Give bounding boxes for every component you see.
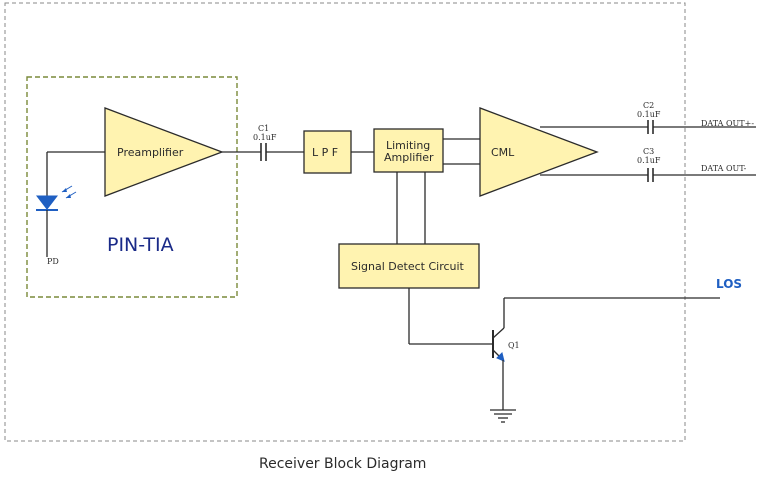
los-label: LOS: [716, 277, 742, 291]
c3-label: C3: [643, 147, 654, 156]
c1-label: C1: [258, 124, 269, 133]
limiting-amplifier-label-line2: Amplifier: [384, 151, 434, 164]
preamplifier-label: Preamplifier: [117, 146, 184, 159]
transistor-q1-icon: [492, 327, 505, 362]
data-out-neg-label: DATA OUT-: [701, 164, 747, 173]
cml-triangle: [479, 107, 599, 197]
c1-value: 0.1uF: [253, 133, 277, 142]
pin-tia-label: PIN-TIA: [107, 234, 174, 256]
c2-label: C2: [643, 101, 654, 110]
c2-value: 0.1uF: [637, 110, 661, 119]
q1-label: Q1: [508, 341, 520, 350]
outer-dashed-frame: [4, 2, 686, 442]
lpf-label: L P F: [312, 146, 338, 159]
pin-tia-group-border: [26, 76, 238, 298]
limiting-amplifier-label-line1: Limiting: [386, 139, 430, 152]
preamplifier-triangle: [104, 107, 224, 197]
c3-value: 0.1uF: [637, 156, 661, 165]
diagram-caption: Receiver Block Diagram: [259, 456, 426, 472]
lpf-box: [303, 130, 352, 174]
data-out-pos-label: DATA OUT+-: [701, 119, 754, 128]
cml-label: CML: [491, 146, 515, 159]
photodiode-icon: [35, 152, 77, 257]
limiting-amplifier-box: [373, 128, 444, 173]
signal-detect-box: [338, 243, 480, 289]
signal-detect-label: Signal Detect Circuit: [351, 260, 465, 273]
pd-label: PD: [47, 257, 59, 266]
ground-icon: [490, 409, 516, 423]
